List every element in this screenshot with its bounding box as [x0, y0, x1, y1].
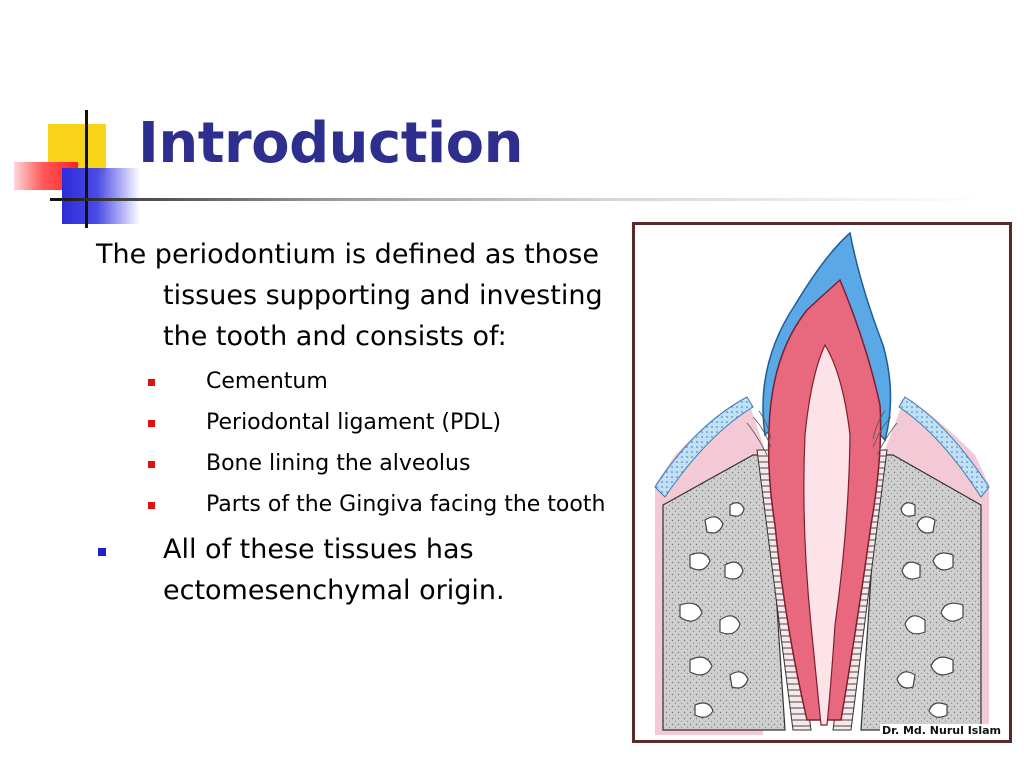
main-point: All of these tissues has ectomesenchymal… [96, 529, 616, 611]
figure-credit: Dr. Md. Nurul Islam [879, 724, 1003, 737]
pulp-chamber [803, 343, 851, 726]
main-point-text: All of these tissues has ectomesenchymal… [163, 534, 505, 606]
title-decoration-vertical-line [85, 110, 88, 228]
title-decoration-blue-square [62, 168, 140, 224]
red-square-bullet [148, 379, 155, 386]
red-square-bullet [148, 420, 155, 427]
red-square-bullet [148, 502, 155, 509]
tooth-cross-section-illustration [654, 231, 990, 735]
list-item-text: Periodontal ligament (PDL) [206, 410, 502, 435]
list-item: Parts of the Gingiva facing the tooth [96, 488, 616, 521]
slide-body: The periodontium is defined as those tis… [96, 234, 616, 611]
main-point-list: All of these tissues has ectomesenchymal… [96, 529, 616, 611]
list-item: Bone lining the alveolus [96, 447, 616, 480]
list-item-text: Parts of the Gingiva facing the tooth [206, 492, 606, 517]
tissue-list: Cementum Periodontal ligament (PDL) Bone… [96, 365, 616, 521]
list-item-text: Cementum [206, 369, 328, 394]
title-underline [50, 198, 990, 201]
list-item: Periodontal ligament (PDL) [96, 406, 616, 439]
intro-paragraph: The periodontium is defined as those tis… [96, 239, 603, 352]
list-item: Cementum [96, 365, 616, 398]
tooth-diagram-figure: Dr. Md. Nurul Islam [632, 222, 1012, 743]
list-item-text: Bone lining the alveolus [206, 451, 471, 476]
slide-title: Introduction [138, 111, 524, 176]
blue-square-bullet [98, 548, 106, 556]
red-square-bullet [148, 461, 155, 468]
